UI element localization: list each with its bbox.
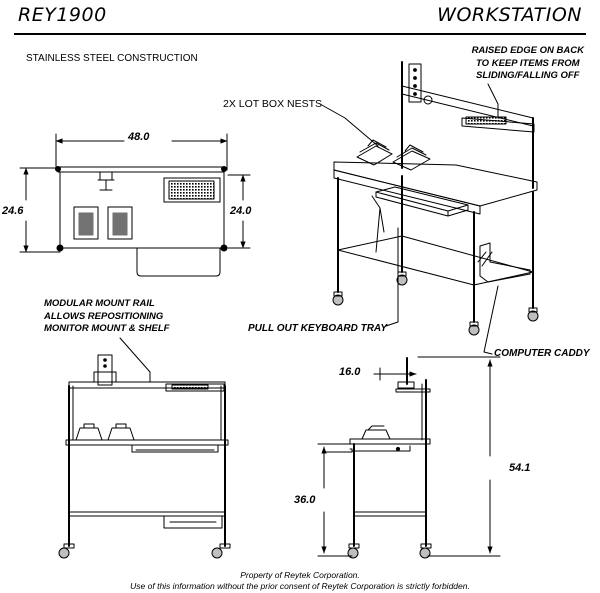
top-lot-box-left xyxy=(73,206,99,240)
overall-height-dimension: 54.1 xyxy=(509,462,531,474)
front-shelf xyxy=(165,383,225,392)
iso-lot-box-left-detail xyxy=(359,139,390,153)
width-dimension: 48.0 xyxy=(128,131,150,143)
iso-stretchers xyxy=(337,235,534,286)
iso-monitor-plate xyxy=(408,63,422,103)
top-corner-fl xyxy=(56,244,64,252)
leader-keyboard-tray xyxy=(385,227,399,327)
side-keyboard-tray xyxy=(323,445,411,453)
raised-edge-callout: RAISED EDGE ON BACK TO KEEP ITEMS FROM S… xyxy=(472,45,584,83)
front-lot-box-right xyxy=(107,423,135,441)
iso-view xyxy=(319,61,539,355)
leader-lot-box xyxy=(319,103,379,147)
top-worksurface xyxy=(59,171,225,249)
keyboard-tray-callout: PULL OUT KEYBOARD TRAY xyxy=(248,323,388,334)
leader-computer-caddy xyxy=(483,285,499,355)
front-lot-box-left xyxy=(75,423,103,441)
iso-tray-slide xyxy=(371,195,385,253)
side-shelf xyxy=(395,388,431,393)
drawing-title: WORKSTATION xyxy=(437,4,582,26)
top-corner-fr xyxy=(220,244,228,252)
mount-rail-line-2: ALLOWS REPOSITIONING xyxy=(44,310,164,322)
top-perforated-bin xyxy=(163,177,221,203)
front-monitor-plate xyxy=(97,354,113,386)
raised-edge-line-2: TO KEEP ITEMS FROM xyxy=(476,57,580,69)
side-casters xyxy=(347,543,432,559)
iso-lot-box-left xyxy=(356,145,393,166)
raised-edge-line-1: RAISED EDGE ON BACK xyxy=(471,45,584,56)
front-stretcher xyxy=(68,511,226,517)
title-rule xyxy=(14,33,586,35)
mount-rail-line-1: MODULAR MOUNT RAIL xyxy=(44,298,155,309)
computer-caddy-callout: COMPUTER CADDY xyxy=(494,348,590,359)
top-view xyxy=(19,133,251,277)
front-keyboard-tray xyxy=(131,444,219,453)
top-rail-end-left xyxy=(55,166,61,172)
iso-lot-box-right xyxy=(392,150,431,171)
iso-computer-caddy xyxy=(479,242,531,283)
iso-lot-box-right-detail xyxy=(396,144,427,158)
footer-line-2: Use of this information without the prio… xyxy=(130,581,470,591)
side-lot-box xyxy=(361,425,391,440)
footer-line-1: Property of Reytek Corporation. xyxy=(240,570,360,580)
top-lot-box-right-fill xyxy=(112,212,128,236)
top-keyboard-tray xyxy=(136,247,221,277)
work-height-dimension: 36.0 xyxy=(294,494,316,506)
front-monitor-base xyxy=(93,371,117,383)
side-view xyxy=(317,356,501,559)
side-monitor-head xyxy=(397,381,415,389)
top-lot-box-right xyxy=(107,206,133,240)
iso-worktop xyxy=(333,161,538,207)
iso-worktop-edge xyxy=(333,169,481,215)
depth-right-dimension: 24.0 xyxy=(230,205,252,217)
iso-caddy-detail xyxy=(477,251,493,267)
raised-edge-line-3: SLIDING/FALLING OFF xyxy=(476,70,580,81)
top-rear-rail xyxy=(57,166,225,173)
shelf-depth-dimension: 16.0 xyxy=(339,366,361,378)
top-bin-perforation xyxy=(168,180,215,200)
iso-mount-knob xyxy=(423,95,433,105)
model-number: REY1900 xyxy=(18,4,107,26)
lot-box-callout: 2X LOT BOX NESTS xyxy=(223,98,323,110)
depth-left-dimension: 24.6 xyxy=(2,205,24,217)
spec-label: STAINLESS STEEL CONSTRUCTION xyxy=(26,53,198,64)
front-mount-rail xyxy=(68,381,226,389)
iso-shelf xyxy=(461,117,535,133)
iso-casters xyxy=(332,271,539,336)
mount-rail-line-3: MONITOR MOUNT & SHELF xyxy=(44,323,170,334)
top-lot-box-left-fill xyxy=(78,212,94,236)
top-monitor-mount xyxy=(97,171,115,191)
front-casters xyxy=(58,543,231,559)
iso-shelf-perforation xyxy=(465,116,507,125)
top-rail-end-right xyxy=(221,166,227,172)
leader-mount-rail xyxy=(119,337,151,383)
leader-raised-edge xyxy=(487,83,499,119)
footer: Property of Reytek Corporation. Use of t… xyxy=(0,570,600,592)
side-stretcher xyxy=(353,511,427,517)
front-computer-caddy xyxy=(163,515,223,529)
iso-keyboard-tray-edge xyxy=(375,191,469,217)
side-worksurface xyxy=(349,438,431,445)
front-view xyxy=(58,337,231,559)
mount-rail-callout: MODULAR MOUNT RAIL ALLOWS REPOSITIONING … xyxy=(44,298,169,336)
front-shelf-perforation xyxy=(171,384,209,390)
front-worksurface xyxy=(65,439,229,446)
